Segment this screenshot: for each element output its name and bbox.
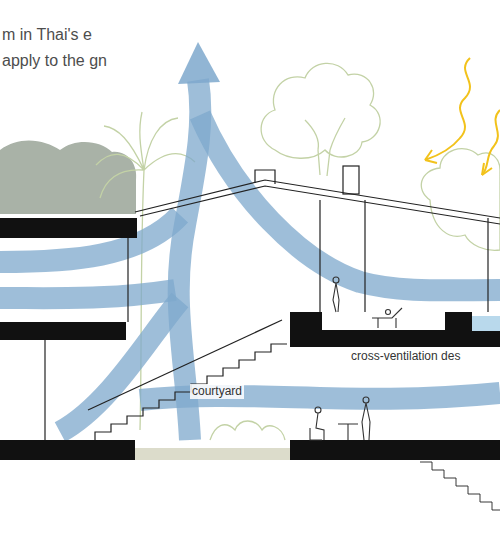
lounge-chair bbox=[372, 308, 402, 328]
airflow-band bbox=[0, 215, 180, 262]
tree-sketch bbox=[96, 63, 500, 440]
background-tree bbox=[0, 141, 136, 214]
floor-slab bbox=[290, 440, 500, 460]
person-figure bbox=[363, 397, 369, 403]
courtyard-floor bbox=[135, 448, 290, 460]
staircase bbox=[95, 344, 287, 440]
airflow-band bbox=[0, 290, 175, 298]
column bbox=[487, 218, 488, 312]
structure-lines bbox=[45, 200, 500, 518]
person-figure bbox=[333, 277, 339, 283]
roof bbox=[135, 166, 500, 224]
floor-slab bbox=[0, 322, 126, 340]
annotation-label: cross-ventilation des bbox=[349, 349, 462, 364]
column bbox=[127, 238, 128, 322]
sun-rays bbox=[425, 58, 500, 175]
shrub bbox=[210, 421, 285, 440]
chimney bbox=[343, 166, 359, 194]
planter-wall bbox=[290, 312, 322, 332]
person-figure bbox=[333, 283, 339, 312]
exterior-steps bbox=[420, 462, 500, 518]
column bbox=[44, 340, 45, 440]
person-figure bbox=[315, 407, 321, 413]
palm-fronds bbox=[96, 112, 195, 198]
pool bbox=[472, 316, 500, 331]
sun-ray bbox=[425, 58, 470, 160]
floor-slabs bbox=[0, 218, 500, 460]
airflow-bands bbox=[0, 80, 500, 440]
floor-slab bbox=[0, 218, 137, 238]
person-figure bbox=[362, 403, 370, 440]
airflow-band bbox=[60, 300, 180, 432]
person-figure bbox=[386, 310, 391, 315]
wall bbox=[320, 200, 365, 312]
tree-trunk bbox=[305, 118, 345, 176]
ray-arrowhead bbox=[482, 163, 492, 175]
annotation-label: m in Thai's e apply to the gn bbox=[2, 22, 114, 74]
seated-figure bbox=[310, 413, 324, 440]
airflow-arrowhead bbox=[178, 42, 220, 84]
sun-ray bbox=[482, 110, 500, 175]
table bbox=[338, 424, 358, 440]
airflow-band bbox=[200, 115, 500, 290]
floor-slab bbox=[290, 330, 500, 347]
tree-crown bbox=[261, 63, 380, 158]
floor-slab bbox=[0, 440, 135, 460]
ridge-vent bbox=[255, 170, 275, 184]
annotation-label: courtyard bbox=[190, 384, 244, 399]
ray-arrowhead bbox=[425, 150, 437, 163]
handrail bbox=[88, 320, 282, 410]
roof-line bbox=[135, 180, 500, 218]
planter-wall bbox=[445, 312, 472, 332]
